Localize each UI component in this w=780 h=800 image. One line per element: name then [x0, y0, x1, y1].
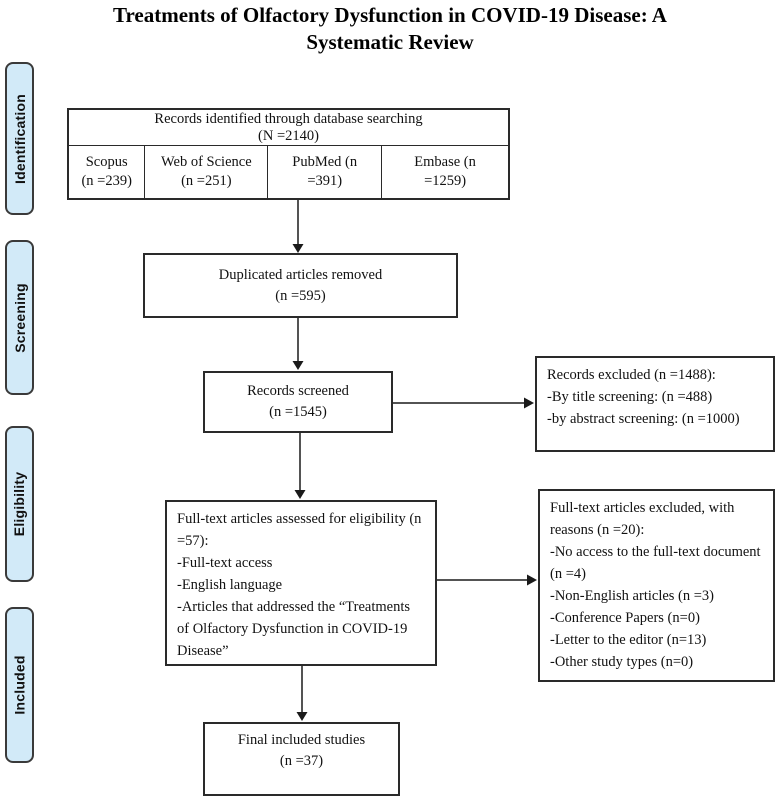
arrowhead-duplicated-to-screened: [292, 361, 304, 370]
records-identified-header: Records identified through database sear…: [69, 110, 508, 146]
box-text-line: -Articles that addressed the “Treatments…: [177, 599, 411, 659]
records-screened-line1: Records screened: [247, 383, 349, 399]
arrowhead-identified-to-duplicated: [292, 244, 304, 253]
box-records-identified: Records identified through database sear…: [67, 108, 510, 200]
stage-screening-label: Screening: [11, 282, 28, 353]
records-identified-line1: Records identified through database sear…: [154, 110, 423, 127]
box-records-screened: Records screened (n =1545): [203, 371, 393, 433]
box-final-included: Final included studies (n =37): [203, 722, 400, 796]
box-text-line: -No access to the full-text document (n …: [550, 544, 761, 582]
box-text-line: -Other study types (n=0): [550, 654, 694, 670]
source-cell-scopus: Scopus (n =239): [81, 154, 132, 189]
box-text-line: -Conference Papers (n=0): [550, 610, 700, 626]
stage-included: Included: [5, 607, 34, 763]
box-text-line: Records excluded (n =1488):: [547, 367, 716, 383]
figure-title: Treatments of Olfactory Dysfunction in C…: [113, 3, 667, 54]
stage-eligibility: Eligibility: [5, 426, 34, 582]
arrowhead-fulltext-to-excluded: [527, 574, 537, 586]
stage-eligibility-label: Eligibility: [11, 471, 28, 537]
source-cell-web-of-science: Web of Science (n =251): [144, 146, 267, 198]
arrowhead-screened-to-excluded: [524, 397, 534, 409]
box-text-line: -Letter to the editor (n=13): [550, 632, 707, 648]
box-text-line: -by abstract screening: (n =1000): [547, 411, 740, 427]
source-cell-embase: Embase (n =1259): [381, 146, 508, 198]
box-text-line: Full-text articles excluded, with reason…: [550, 500, 735, 538]
arrowhead-fulltext-to-final: [296, 712, 308, 721]
box-text-line: Full-text articles assessed for eligibil…: [177, 511, 422, 549]
box-text-line: -Full-text access: [177, 555, 273, 571]
database-sources-row: Scopus (n =239) Web of Science (n =251) …: [69, 146, 508, 198]
box-text-line: -English language: [177, 577, 283, 593]
box-fulltext-excluded: Full-text articles excluded, with reason…: [538, 489, 775, 682]
box-duplicates-removed: Duplicated articles removed (n =595): [143, 253, 458, 318]
box-text-line: -Non-English articles (n =3): [550, 588, 715, 604]
final-included-count: (n =37): [279, 753, 324, 769]
records-screened-count: (n =1545): [269, 404, 327, 420]
duplicates-removed-count: (n =595): [275, 287, 326, 304]
stage-identification-label: Identification: [11, 93, 28, 184]
arrowhead-screened-to-fulltext: [294, 490, 306, 499]
stage-screening: Screening: [5, 240, 34, 395]
final-included-line1: Final included studies: [237, 732, 366, 748]
stage-identification: Identification: [5, 62, 34, 215]
records-identified-count: (N =2140): [258, 127, 319, 144]
source-cell-pubmed: PubMed (n =391): [267, 146, 381, 198]
stage-included-label: Included: [11, 655, 28, 715]
box-fulltext-assessed: Full-text articles assessed for eligibil…: [165, 500, 437, 666]
duplicates-removed-line1: Duplicated articles removed: [218, 266, 383, 283]
box-records-excluded: Records excluded (n =1488): -By title scr…: [535, 356, 775, 452]
box-text-line: -By title screening: (n =488): [547, 389, 713, 405]
